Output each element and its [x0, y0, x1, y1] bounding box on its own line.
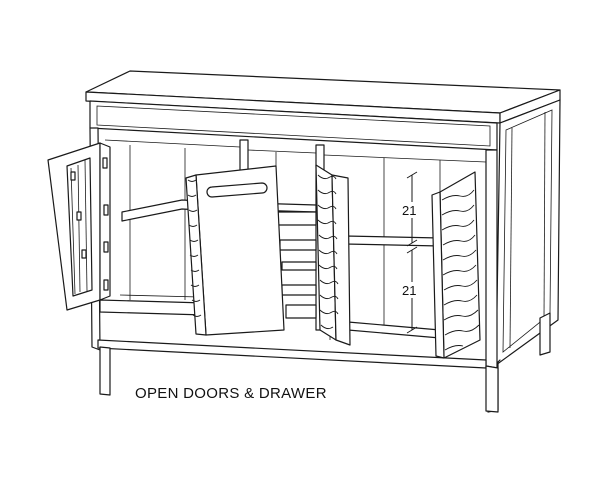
- center-door-grain: [317, 174, 339, 330]
- drawing-caption: OPEN DOORS & DRAWER: [135, 385, 327, 402]
- left-door: [47, 142, 111, 311]
- cabinet-top: [85, 70, 561, 124]
- center-door: [315, 164, 351, 346]
- front-frame: [89, 100, 499, 413]
- dimension-upper-label: 21: [402, 203, 416, 218]
- right-bay: [323, 154, 487, 340]
- dimension-lower: [400, 246, 422, 334]
- drawer-side-grain: [187, 179, 202, 317]
- side-panel: [487, 99, 561, 413]
- drawer: [185, 165, 285, 336]
- dimension-lower-label: 21: [402, 283, 416, 298]
- right-door: [431, 171, 481, 359]
- dimension-upper: [400, 171, 422, 247]
- right-door-grain: [441, 189, 480, 351]
